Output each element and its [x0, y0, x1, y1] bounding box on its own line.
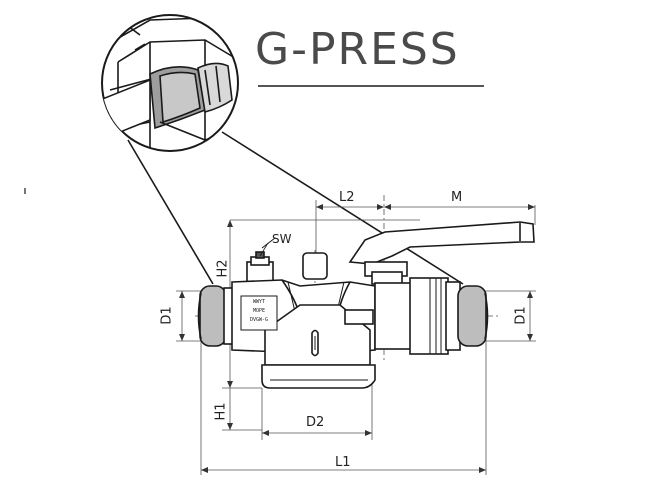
- brand-title: G-PRESS: [255, 24, 460, 75]
- top-stem: [302, 252, 328, 280]
- magnified-detail: [101, 14, 239, 152]
- dim-label-h1: H1: [213, 402, 229, 421]
- dim-label-m: M: [451, 190, 463, 205]
- leader-line-right: [221, 131, 464, 285]
- leader-line-left: [127, 139, 214, 285]
- right-union-body: [374, 282, 416, 350]
- lever-handle: [348, 221, 535, 265]
- dimension-arrows: [179, 204, 535, 473]
- dim-label-h2: H2: [215, 259, 231, 278]
- left-press-ring: [199, 285, 227, 347]
- dim-label-sw: SW: [272, 232, 292, 246]
- brand-underline: [258, 85, 484, 87]
- dim-label-l1: L1: [335, 455, 351, 470]
- dim-label-d2: D2: [306, 415, 325, 430]
- dim-label-d1-right: D1: [513, 306, 529, 325]
- body-marking-line3: DVGW-G: [249, 317, 269, 323]
- body-marking-line1: WWYT: [252, 299, 266, 305]
- body-marking-line2: MOPE: [252, 308, 266, 314]
- dim-label-l2: L2: [339, 190, 355, 205]
- right-press-ring: [457, 285, 487, 347]
- valve-fitting: [197, 221, 535, 389]
- dim-label-d1-left: D1: [159, 306, 175, 325]
- right-union-nut: [409, 277, 449, 355]
- body-marking: WWYT MOPE DVGW-G: [242, 298, 276, 325]
